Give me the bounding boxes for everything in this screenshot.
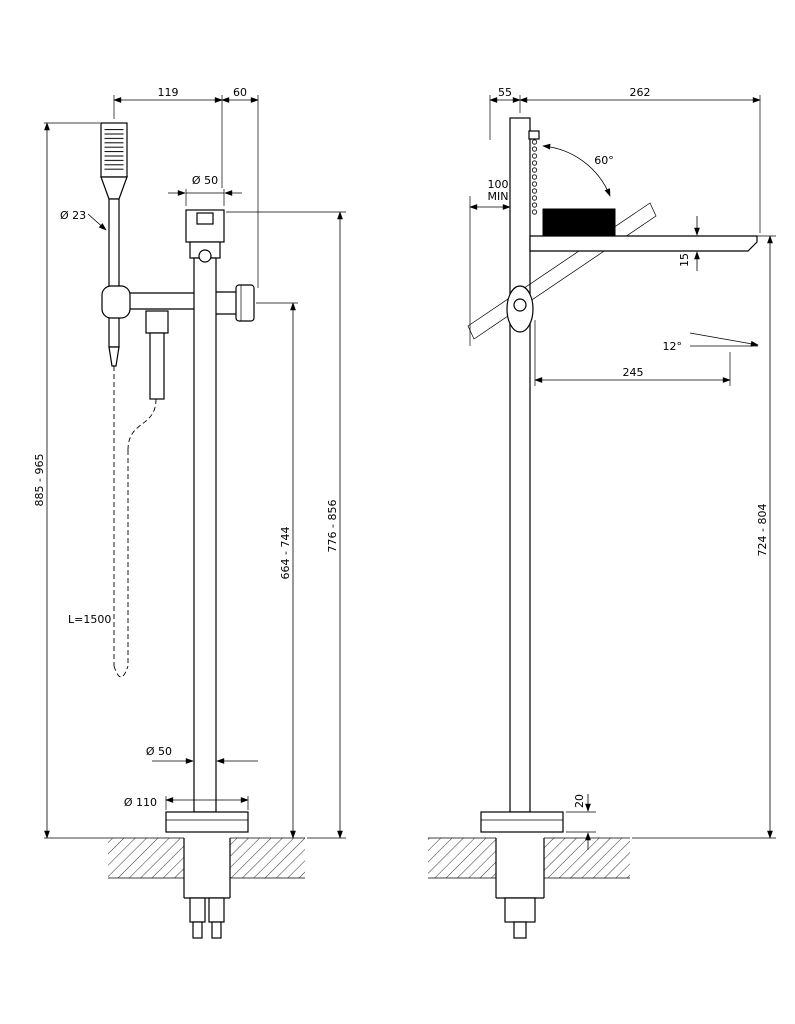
hose-connector-nut bbox=[145, 310, 169, 334]
side-view: 55 262 60° 100 MIN 15 12° 245 bbox=[428, 86, 776, 939]
hose-length-label: L=1500 bbox=[68, 613, 111, 626]
supply-pipe-side bbox=[513, 921, 527, 939]
hose-bead-chain bbox=[531, 139, 538, 215]
dim-rear-offset-label: 55 bbox=[498, 86, 512, 99]
handshower-spray-face bbox=[104, 128, 124, 172]
dim-spout-reach-label: 245 bbox=[623, 366, 644, 379]
dim-total-height-label: 885 - 965 bbox=[33, 454, 46, 507]
mixer-aerator-slot bbox=[196, 212, 214, 225]
supply-valve-side bbox=[504, 897, 536, 923]
angle-line bbox=[689, 332, 759, 347]
dim-handshower-offset-label: 119 bbox=[158, 86, 179, 99]
handshower-handle-end bbox=[108, 346, 120, 367]
dim-spout-offset-label: 60 bbox=[233, 86, 247, 99]
diverter-knob bbox=[235, 284, 255, 322]
supply-valve-right bbox=[208, 897, 225, 923]
dim-spout-thickness-label: 15 bbox=[678, 253, 691, 267]
side-dimensions: 55 262 60° 100 MIN 15 12° 245 bbox=[469, 86, 776, 850]
stream-angle-label: 12° bbox=[663, 340, 683, 353]
supply-pipe-left bbox=[192, 921, 203, 939]
below-floor-rough-in bbox=[183, 838, 231, 939]
leader-handshower-diameter bbox=[87, 213, 107, 231]
front-fixture bbox=[100, 122, 305, 939]
dim-spout-height-label: 776 - 856 bbox=[326, 500, 339, 553]
dim-top-diameter-label: Ø 50 bbox=[192, 174, 218, 187]
floor-hatch bbox=[108, 836, 305, 880]
swivel-angle-label: 60° bbox=[594, 154, 614, 167]
mixer-block-side bbox=[542, 208, 616, 237]
diverter-side bbox=[506, 285, 534, 333]
handshower-bracket-side bbox=[528, 130, 540, 140]
dim-base-height-label: 20 bbox=[573, 794, 586, 808]
dim-column-diameter-label: Ø 50 bbox=[146, 745, 172, 758]
riser-column bbox=[193, 257, 217, 813]
dim-base-diameter-label: Ø 110 bbox=[124, 796, 157, 809]
mixer-body bbox=[185, 209, 225, 243]
handshower-holder bbox=[101, 285, 131, 319]
min-clearance-value-label: 100 bbox=[488, 178, 509, 191]
riser-column-side bbox=[509, 117, 531, 813]
base-flange bbox=[165, 811, 249, 833]
side-fixture bbox=[428, 117, 758, 939]
spout-blade bbox=[529, 235, 758, 252]
flexible-hose-dashed bbox=[113, 366, 157, 678]
supply-pipe-right bbox=[211, 921, 222, 939]
swivel-arc bbox=[542, 143, 611, 197]
below-floor-rough-in-side bbox=[495, 838, 545, 939]
handshower-handle bbox=[108, 198, 120, 348]
dim-handshower-diameter-label: Ø 23 bbox=[60, 209, 86, 222]
diverter-side-detail bbox=[513, 298, 527, 312]
handshower-neck bbox=[100, 176, 128, 200]
dim-diverter-height-label: 664 - 744 bbox=[279, 527, 292, 580]
dim-spout-height-side-label: 724 - 804 bbox=[756, 504, 769, 557]
hose-stiff-end bbox=[149, 332, 165, 400]
floor-hatch-side bbox=[428, 836, 630, 880]
base-flange-side bbox=[480, 811, 564, 833]
min-clearance-unit-label: MIN bbox=[488, 190, 509, 203]
front-view: 119 60 Ø 50 Ø 23 885 - 965 776 - 856 bbox=[33, 86, 346, 939]
front-dimensions: 119 60 Ø 50 Ø 23 885 - 965 776 - 856 bbox=[33, 86, 346, 839]
handle-pivot-detail bbox=[198, 249, 212, 263]
dim-total-reach-label: 262 bbox=[630, 86, 651, 99]
supply-valve-left bbox=[189, 897, 206, 923]
